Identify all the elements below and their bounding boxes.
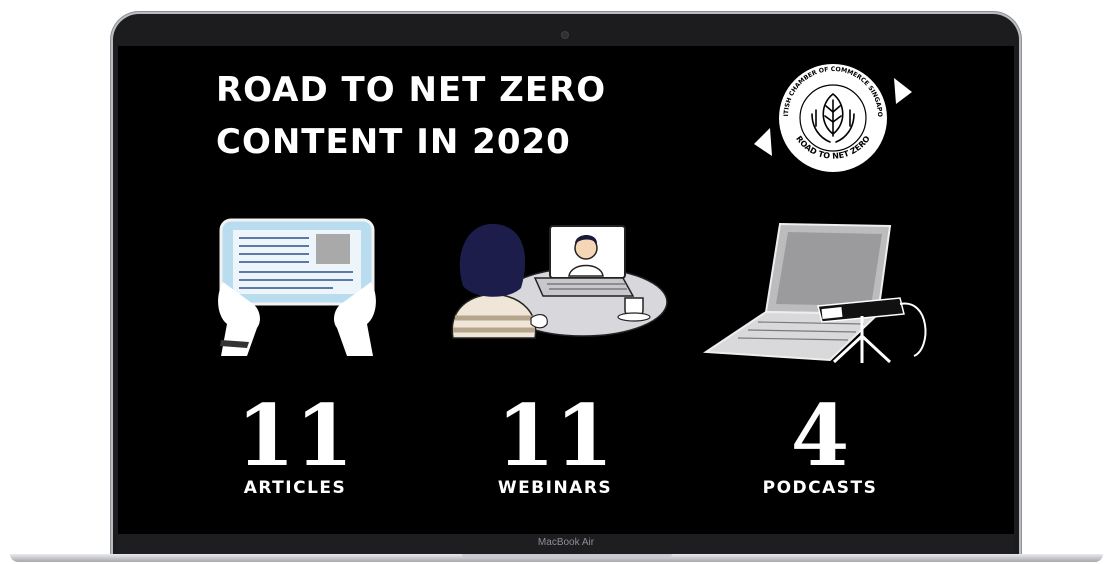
person-hair (459, 223, 526, 297)
laptop-microphone-illustration (702, 222, 927, 363)
microphone-tripod (832, 316, 892, 363)
video-call-illustration (451, 223, 668, 339)
laptop-base-notch (462, 554, 672, 558)
bottom-bezel: MacBook Air (118, 534, 1014, 554)
laptop-screen: ROAD TO NET ZERO CONTENT IN 2020 BRITISH… (118, 46, 1014, 534)
logo-arrow-left-icon (754, 128, 772, 156)
right-hand (334, 282, 376, 356)
articles-label: ARTICLES (243, 478, 347, 498)
tablet-image-placeholder (316, 234, 350, 264)
articles-count: 11 (236, 386, 354, 485)
leaf-in-hands-icon (811, 92, 855, 143)
logo-arrow-right-icon (894, 78, 912, 104)
podcasts-label: PODCASTS (762, 478, 878, 498)
page-title: ROAD TO NET ZERO CONTENT IN 2020 (216, 64, 606, 168)
headline-line-1: ROAD TO NET ZERO (216, 70, 607, 110)
laptop-keyboard-small (533, 277, 635, 297)
microphone-cable (899, 302, 927, 357)
wrist-band (220, 340, 249, 348)
camera-icon (561, 31, 569, 39)
webinars-count: 11 (496, 386, 614, 485)
headline-line-2: CONTENT IN 2020 (216, 122, 571, 162)
tablet-reading-illustration (218, 218, 376, 356)
podcasts-count: 4 (790, 386, 850, 485)
road-to-net-zero-logo: BRITISH CHAMBER OF COMMERCE SINGAPORE RO… (750, 56, 912, 172)
webinars-label: WEBINARS (497, 478, 613, 498)
laptop-base (10, 554, 1103, 562)
left-hand (218, 282, 260, 356)
device-model-label: MacBook Air (537, 537, 595, 548)
